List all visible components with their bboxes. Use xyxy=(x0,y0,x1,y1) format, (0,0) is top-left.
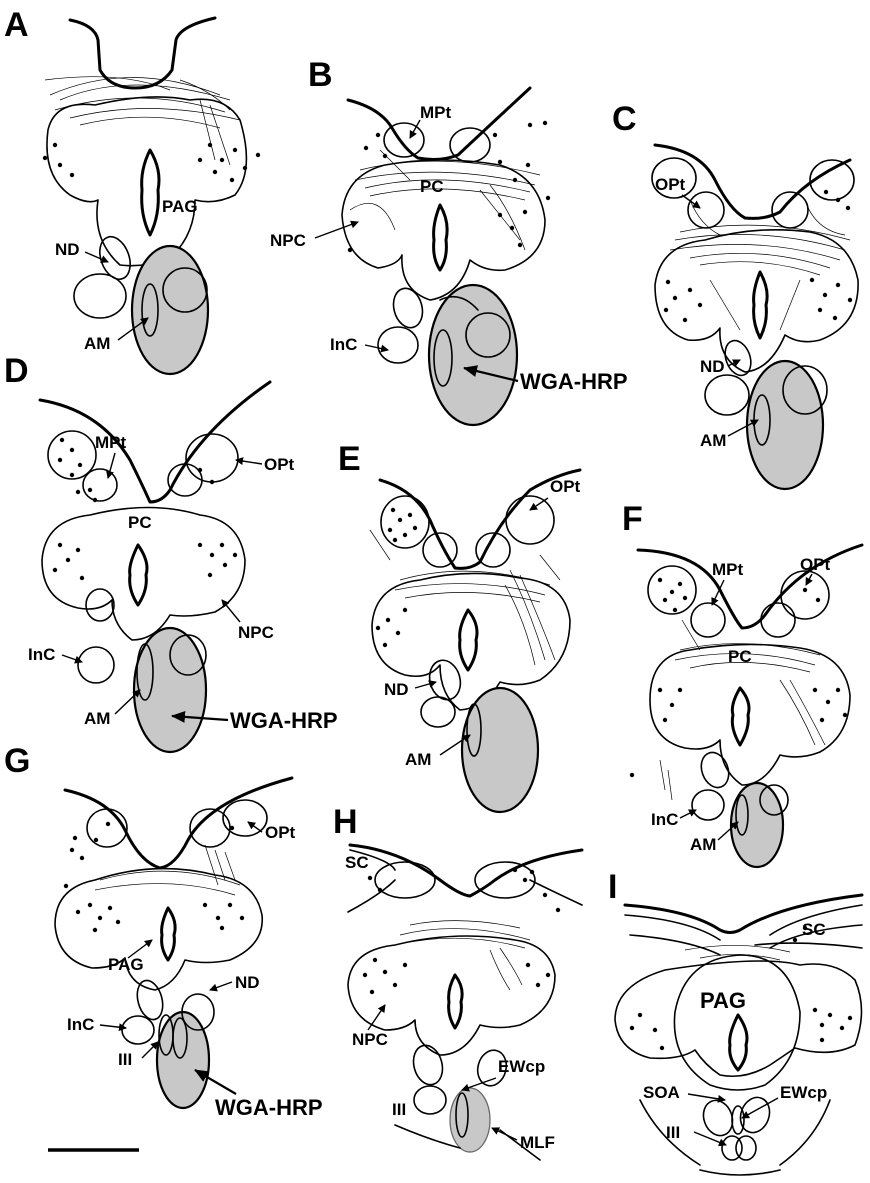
label-npc: NPC xyxy=(270,231,306,250)
label-pc: PC xyxy=(420,177,444,196)
panel-d-labeled-cells xyxy=(52,437,238,581)
panel-letter-d: D xyxy=(4,352,29,390)
panel-b: B MPt PC NPC InC WGA-HRP xyxy=(270,56,628,427)
label-wga-hrp: WGA-HRP xyxy=(215,1095,323,1120)
label-npc: NPC xyxy=(352,1030,388,1049)
label-sc: SC xyxy=(345,853,369,872)
label-pc: PC xyxy=(128,513,152,532)
label-am: AM xyxy=(700,431,726,450)
label-npc: NPC xyxy=(238,623,274,642)
label-nd: ND xyxy=(700,357,725,376)
panel-f-labeled-cells xyxy=(629,577,848,778)
label-nd: ND xyxy=(55,240,80,259)
label-opt: OPt xyxy=(800,555,831,574)
panel-c-labeled-cells xyxy=(663,189,853,323)
panel-e: E OPt ND AM xyxy=(338,440,582,814)
injection-site-d xyxy=(132,626,208,754)
panel-g: G OPt PAG ND InC III xyxy=(4,742,323,1120)
label-wga-hrp: WGA-HRP xyxy=(230,708,338,733)
panel-f: F MPt OPt PC InC AM xyxy=(622,500,864,869)
label-pc: PC xyxy=(728,647,752,666)
label-pag: PAG xyxy=(162,197,198,216)
label-am: AM xyxy=(690,835,716,854)
label-iii: III xyxy=(392,1100,406,1119)
injection-site-c xyxy=(745,359,825,491)
injection-site-a xyxy=(130,244,210,376)
panel-a: A PAG ND AM xyxy=(4,6,261,376)
label-am: AM xyxy=(405,750,431,769)
panel-e-labeled-cells xyxy=(375,507,418,648)
panel-letter-e: E xyxy=(338,440,361,478)
panel-letter-f: F xyxy=(622,500,643,538)
label-mpt: MPt xyxy=(95,433,127,452)
label-iii: III xyxy=(118,1050,132,1069)
panel-letter-b: B xyxy=(308,56,333,94)
panel-letter-h: H xyxy=(333,803,358,841)
label-inc: InC xyxy=(28,645,55,664)
label-soa: SOA xyxy=(643,1083,680,1102)
panel-letter-a: A xyxy=(4,6,29,44)
injection-site-b xyxy=(427,283,519,427)
label-pag: PAG xyxy=(700,988,746,1013)
label-inc: InC xyxy=(330,335,357,354)
injection-site-f xyxy=(729,781,785,869)
label-am: AM xyxy=(84,334,110,353)
label-opt: OPt xyxy=(264,455,295,474)
label-inc: InC xyxy=(651,810,678,829)
label-iii: III xyxy=(666,1123,680,1142)
label-ewcp: EWcp xyxy=(780,1083,827,1102)
label-pag: PAG xyxy=(108,955,144,974)
injection-site-e xyxy=(460,686,540,814)
panel-b-labeled-cells xyxy=(347,120,551,253)
label-nd: ND xyxy=(384,680,409,699)
panel-letter-g: G xyxy=(4,742,30,780)
panel-letter-c: C xyxy=(612,100,637,138)
label-sc: SC xyxy=(802,920,826,939)
panel-letter-i: I xyxy=(608,868,617,906)
panel-c: C OPt ND AM xyxy=(612,100,859,491)
panel-a-labeled-cells xyxy=(42,142,261,183)
panel-i-labeled-cells xyxy=(629,925,853,1051)
label-mlf: MLF xyxy=(520,1133,555,1152)
label-opt: OPt xyxy=(265,823,296,842)
panel-g-labeled-cells xyxy=(63,821,245,933)
panel-d: D MPt OPt PC NPC InC AM WGA- xyxy=(4,352,338,754)
label-nd: ND xyxy=(235,973,260,992)
injection-site-g xyxy=(155,1010,211,1110)
label-inc: InC xyxy=(67,1015,94,1034)
panel-i: I SC PAG SOA EWcp III xyxy=(608,868,864,1176)
label-mpt: MPt xyxy=(420,103,452,122)
label-mpt: MPt xyxy=(712,560,744,579)
label-am: AM xyxy=(84,709,110,728)
label-opt: OPt xyxy=(655,175,686,194)
label-wga-hrp: WGA-HRP xyxy=(520,369,628,394)
label-opt: OPt xyxy=(550,477,581,496)
panel-h: H SC NPC EWcp III M xyxy=(333,803,584,1161)
label-ewcp: EWcp xyxy=(498,1057,545,1076)
panel-h-labeled-cells xyxy=(362,867,561,995)
